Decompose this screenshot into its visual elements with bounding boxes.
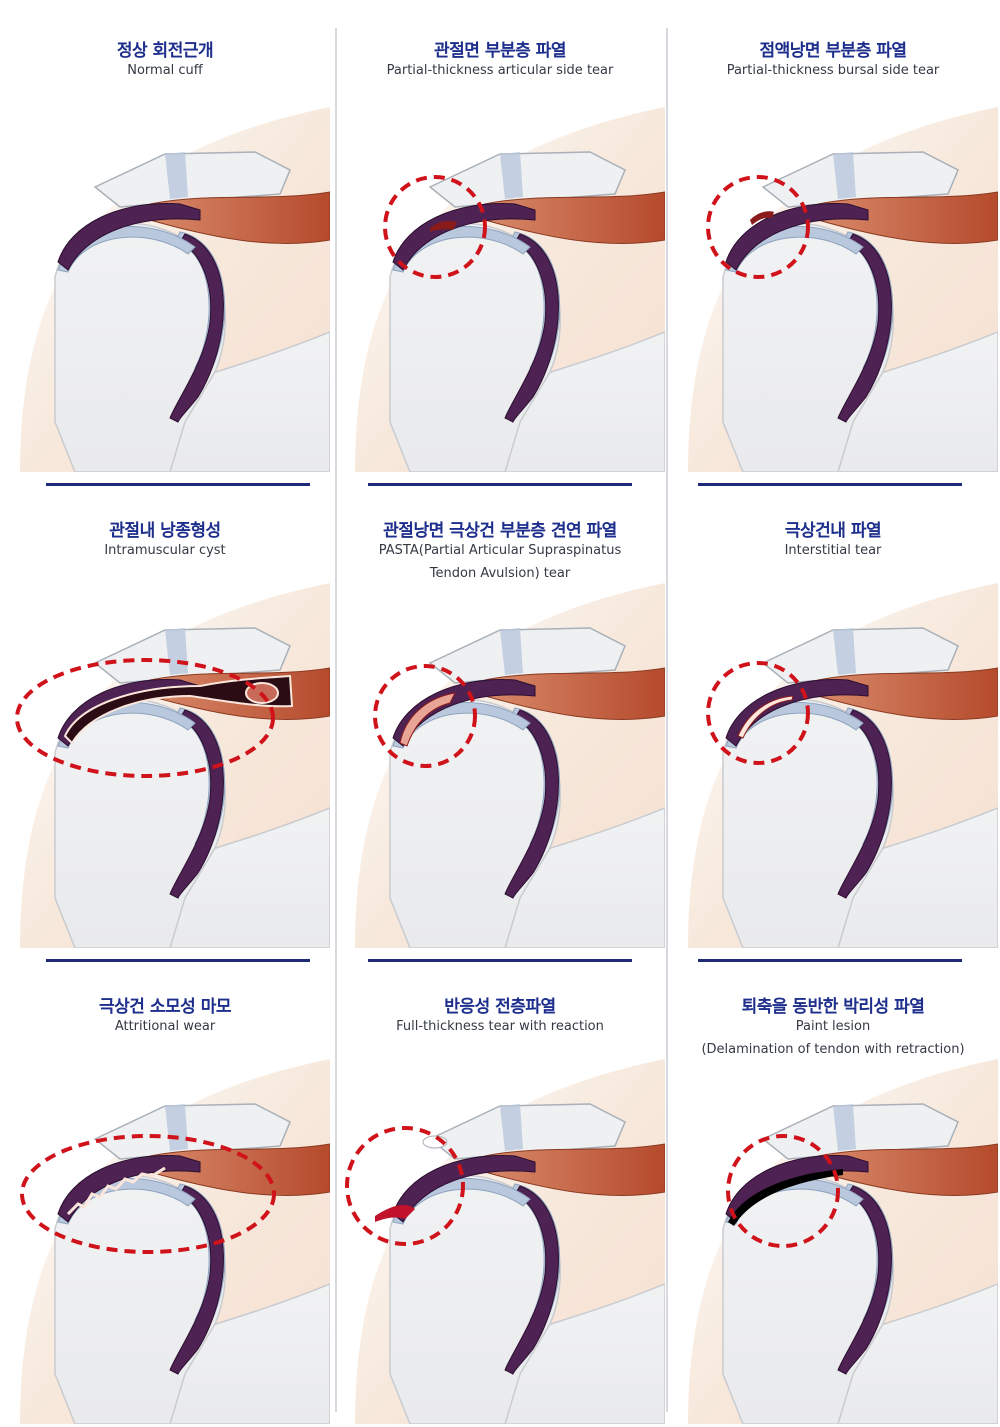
- row-divider: [46, 483, 310, 486]
- panel-title-en: PASTA(Partial Articular Supraspinatus: [378, 543, 622, 558]
- shoulder-illustration: [20, 107, 330, 472]
- panel-bursal-side-tear: 점액낭면 부분층 파열 Partial-thickness bursal sid…: [668, 0, 998, 475]
- lesion-highlight-circle: [20, 1134, 276, 1254]
- avulsion-mark: [399, 692, 456, 747]
- tear-mark: [737, 695, 794, 739]
- panel-title-en: Tendon Avulsion) tear: [429, 566, 571, 581]
- shoulder-illustration: [688, 1059, 998, 1424]
- deltoid-muscle: [484, 191, 665, 244]
- glenoid-labrum: [504, 233, 559, 423]
- cyst-mark: [63, 674, 294, 745]
- shoulder-illustration: [688, 107, 998, 472]
- panel-title-en: Attritional wear: [114, 1019, 216, 1034]
- deltoid-muscle: [484, 667, 665, 720]
- panel-intramuscular-cyst: 관절내 낭종형성 Intramuscular cyst: [0, 476, 330, 951]
- acromion-cartilage: [833, 152, 856, 199]
- panel-title-en: Partial-thickness bursal side tear: [726, 63, 940, 78]
- panel-title-en: Intramuscular cyst: [104, 543, 226, 558]
- row-divider: [46, 959, 310, 962]
- acromion-cartilage: [500, 628, 523, 675]
- deltoid-muscle: [149, 1143, 330, 1196]
- row-divider: [698, 483, 962, 486]
- lesion-highlight-circle: [383, 175, 487, 279]
- glenoid-labrum: [504, 709, 559, 899]
- panel-title-en: Normal cuff: [127, 63, 203, 78]
- shoulder-illustration: [15, 583, 330, 948]
- panel-normal-cuff: 정상 회전근개 Normal cuff: [0, 0, 330, 475]
- supraspinatus-tendon: [392, 203, 536, 271]
- row-divider: [368, 483, 632, 486]
- deltoid-muscle: [817, 191, 998, 244]
- panel-title-ko: 정상 회전근개: [116, 41, 214, 61]
- column-divider: [666, 28, 668, 1412]
- tear-mark: [750, 211, 774, 225]
- row-divider: [698, 959, 962, 962]
- panel-title-ko: 점액낭면 부분층 파열: [759, 41, 907, 61]
- panel-title-ko: 반응성 전층파열: [444, 997, 556, 1017]
- shoulder-illustration: [355, 107, 665, 472]
- panel-title-ko: 관절낭면 극상건 부분층 견연 파열: [383, 521, 617, 541]
- lesion-highlight-circle: [706, 175, 810, 279]
- panel-title-en: Interstitial tear: [784, 543, 882, 558]
- panel-full-thickness-tear: 반응성 전층파열 Full-thickness tear with reacti…: [335, 952, 665, 1427]
- deltoid-muscle: [484, 1143, 665, 1196]
- lesion-highlight-circle: [726, 1134, 840, 1248]
- panel-pasta-tear: 관절낭면 극상건 부분층 견연 파열 PASTA(Partial Articul…: [335, 476, 665, 951]
- shoulder-illustration: [20, 1059, 330, 1424]
- panel-title-ko: 퇴축을 동반한 박리성 파열: [741, 997, 925, 1017]
- glenoid-labrum: [169, 1185, 224, 1375]
- panel-articular-side-tear: 관절면 부분층 파열 Partial-thickness articular s…: [335, 0, 665, 475]
- deltoid-muscle: [817, 1143, 998, 1196]
- panel-title-ko: 극상건 소모성 마모: [99, 997, 231, 1017]
- panel-paint-lesion: 퇴축을 동반한 박리성 파열 Paint lesion (Delaminatio…: [668, 952, 998, 1427]
- shoulder-illustration: [355, 583, 665, 948]
- panel-interstitial-tear: 극상건내 파열 Interstitial tear: [668, 476, 998, 951]
- column-divider: [335, 28, 337, 1412]
- acromion-cartilage: [500, 152, 523, 199]
- acromion-cartilage: [500, 1104, 523, 1151]
- panel-title-ko: 극상건내 파열: [784, 521, 882, 541]
- panel-attritional-wear: 극상건 소모성 마모 Attritional wear: [0, 952, 330, 1427]
- panel-title-en: (Delamination of tendon with retraction): [701, 1042, 965, 1057]
- panel-title-ko: 관절면 부분층 파열: [434, 41, 566, 61]
- supraspinatus-tendon: [57, 203, 201, 271]
- glenoid-labrum: [837, 1185, 892, 1375]
- tear-mark: [430, 220, 457, 232]
- panel-title-en: Partial-thickness articular side tear: [386, 63, 614, 78]
- glenoid-labrum: [504, 1185, 559, 1375]
- panel-title-ko: 관절내 낭종형성: [109, 521, 221, 541]
- shoulder-illustration: [345, 1059, 665, 1424]
- panel-title-en: Paint lesion: [795, 1019, 871, 1034]
- supraspinatus-tendon: [392, 1155, 536, 1223]
- wear-mark: [66, 1166, 166, 1216]
- deltoid-muscle: [817, 667, 998, 720]
- glenoid-labrum: [169, 709, 224, 899]
- acromion-cartilage: [833, 1104, 856, 1151]
- lesion-highlight-circle: [345, 1126, 465, 1246]
- acromion-cartilage: [165, 1104, 188, 1151]
- lesion-highlight-circle: [373, 664, 477, 768]
- tear-mark: [375, 1204, 415, 1222]
- acromion-cartilage: [833, 628, 856, 675]
- lesion-highlight-circle: [15, 658, 275, 778]
- supraspinatus-tendon: [725, 203, 869, 271]
- delamination-mark: [728, 1169, 843, 1226]
- glenoid-labrum: [837, 709, 892, 899]
- acromion-cartilage: [165, 152, 188, 199]
- row-divider: [368, 959, 632, 962]
- glenoid-labrum: [169, 233, 224, 423]
- deltoid-muscle: [149, 191, 330, 244]
- glenoid-labrum: [837, 233, 892, 423]
- panel-title-en: Full-thickness tear with reaction: [396, 1019, 604, 1034]
- shoulder-illustration: [688, 583, 998, 948]
- lesion-highlight-circle: [706, 661, 810, 765]
